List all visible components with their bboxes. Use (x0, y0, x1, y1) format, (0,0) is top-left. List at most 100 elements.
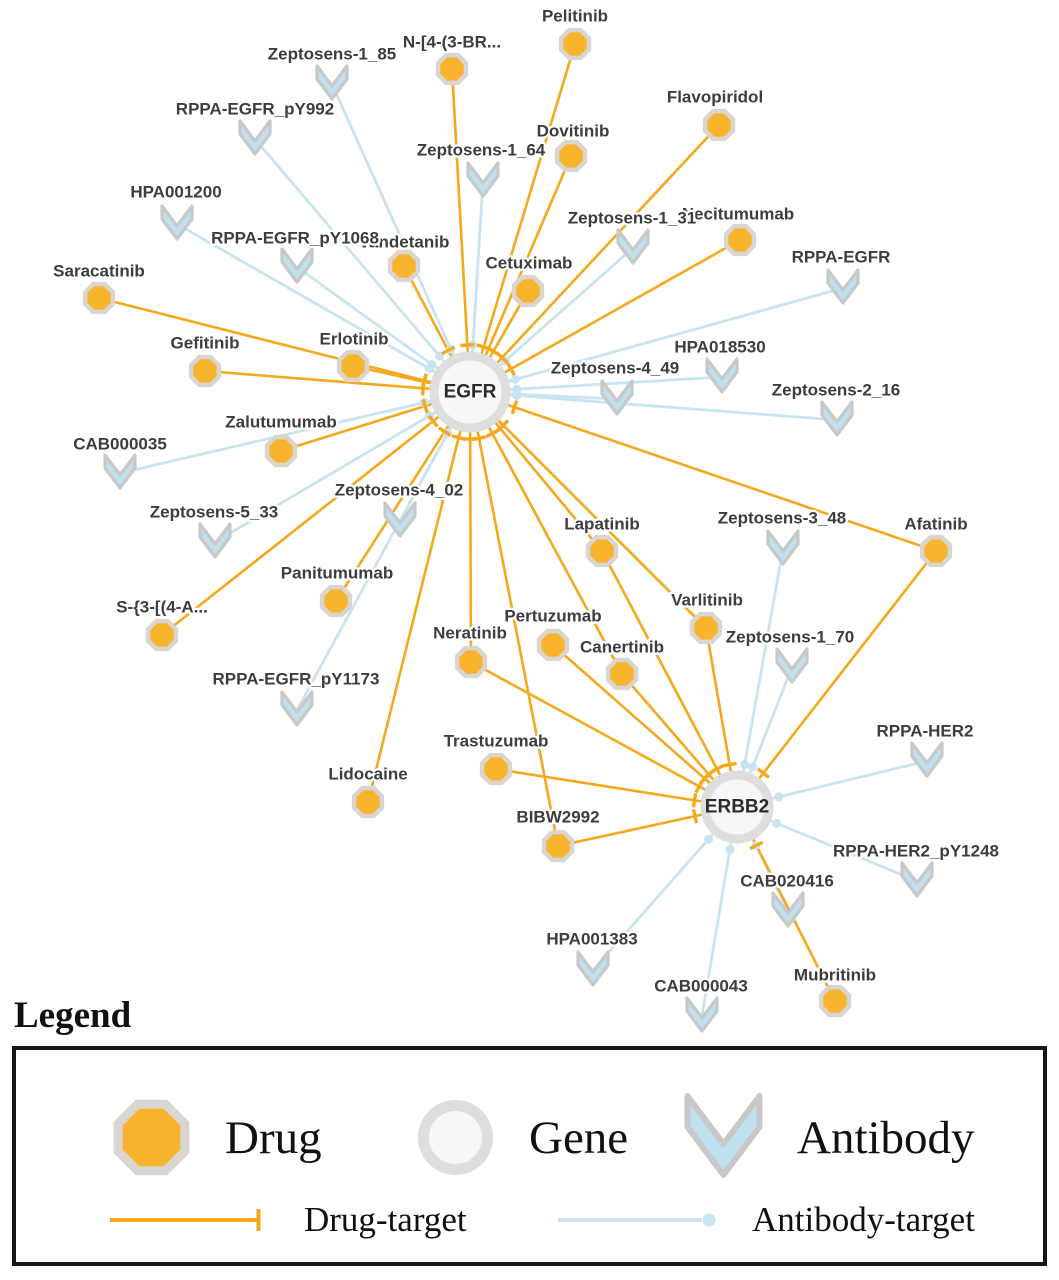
edge-layer (98, 43, 938, 1017)
drug-node-gefitinib (188, 354, 222, 388)
label-erbb2: ERBB2 (705, 797, 769, 818)
legend-item-drug: Drug (104, 1090, 322, 1185)
dot-marker-rppa_egfr_py1068 (427, 359, 437, 369)
label-cetuximab: Cetuximab (486, 254, 573, 273)
label-trastuzumab: Trastuzumab (444, 732, 549, 751)
dot-marker-zeptosens_1_70 (748, 762, 758, 772)
tee-marker-pertuzumab (698, 772, 711, 785)
dot-marker-rppa_egfr (510, 374, 520, 384)
tee-marker-zalutumumab (421, 398, 429, 414)
legend-box: Drug Gene Antibody Drug-target Antibody-… (12, 1046, 1047, 1266)
edge-hpa001200-egfr (176, 222, 471, 394)
label-n4_3br: N-[4-(3-BR... (403, 33, 501, 52)
edge-afatinib-egfr (469, 390, 937, 553)
edge-bibw2992-egfr (468, 391, 560, 847)
label-zeptosens_1_70: Zeptosens-1_70 (726, 628, 855, 647)
drug-node-saracatinib (82, 281, 116, 315)
edge-rppa_egfr-egfr (469, 286, 844, 394)
drug-node-neratinib (454, 645, 488, 679)
label-hpa018530: HPA018530 (674, 338, 765, 357)
legend-item-drug-target: Drug-target (108, 1200, 467, 1240)
edge-panitumumab-egfr (334, 391, 472, 602)
tee-marker-varlitinib (497, 419, 510, 432)
edge-necitumumab-egfr (469, 238, 741, 394)
antibody-node-cab000043 (685, 996, 719, 1033)
label-zeptosens_1_31: Zeptosens-1_31 (568, 209, 697, 228)
label-zeptosens_3_48: Zeptosens-3_48 (718, 509, 847, 528)
drug-target-edge-icon (110, 1209, 261, 1231)
drug-node-lidocaine (351, 785, 385, 819)
label-zeptosens_1_85: Zeptosens-1_85 (268, 45, 397, 64)
label-zeptosens_5_33: Zeptosens-5_33 (150, 503, 279, 522)
label-rppa_egfr_py1173: RPPA-EGFR_pY1173 (213, 670, 380, 689)
antibody-node-rppa_egfr_py992 (238, 119, 272, 156)
label-pelitinib: Pelitinib (542, 7, 608, 26)
antibody-target-edge-icon (558, 1213, 716, 1227)
legend-title: Legend (14, 995, 132, 1036)
gene-node-egfr (429, 351, 511, 433)
edge-saracatinib-egfr (98, 296, 471, 394)
label-gefitinib: Gefitinib (171, 334, 240, 353)
antibody-node-zeptosens_1_70 (775, 647, 809, 684)
label-cab000035: CAB000035 (73, 435, 167, 454)
drug-node-zalutumumab (264, 434, 298, 468)
drug-node-pelitinib (558, 27, 592, 61)
tee-marker-bibw2992 (471, 435, 487, 442)
edge-s3_4a-egfr (161, 390, 471, 637)
drug-node-trastuzumab (479, 752, 513, 786)
label-vandetanib: Vandetanib (359, 233, 450, 252)
edge-rppa_egfr_py992-egfr (253, 138, 472, 393)
dot-marker-rppa_her2 (774, 792, 784, 802)
tee-marker-necitumumab (506, 362, 516, 376)
edge-gefitinib-egfr (204, 369, 471, 394)
label-zeptosens_4_02: Zeptosens-4_02 (335, 481, 464, 500)
label-pertuzumab: Pertuzumab (504, 607, 601, 626)
edge-varlitinib-egfr (469, 391, 707, 629)
drug-node-s3_4a (145, 618, 179, 652)
edge-n4_3br-egfr (450, 68, 472, 393)
drug-node-pertuzumab (536, 628, 570, 662)
edge-zeptosens_1_85-egfr (330, 83, 472, 393)
antibody-node-zeptosens_5_33 (198, 522, 232, 559)
label-cab000043: CAB000043 (654, 977, 748, 996)
edge-zeptosens_2_16-egfr (469, 390, 838, 422)
legend-item-antibody: Antibody (676, 1090, 975, 1185)
tee-marker-panitumumab (437, 426, 452, 437)
edge-rppa_egfr_py1173-egfr (295, 391, 472, 711)
drug-node-dovitinib (554, 139, 588, 173)
legend-antibody-label: Antibody (797, 1111, 975, 1164)
label-canertinib: Canertinib (580, 638, 664, 657)
antibody-node-zeptosens_3_48 (766, 529, 800, 566)
edge-pelitinib-egfr (468, 43, 577, 393)
label-zalutumumab: Zalutumumab (225, 413, 336, 432)
edge-trastuzumab-erbb2 (495, 767, 738, 809)
label-varlitinib: Varlitinib (671, 591, 743, 610)
drug-node-icon (113, 1099, 190, 1176)
dot-marker-zeptosens_2_16 (512, 391, 522, 401)
dot-marker-rppa_egfr_py992 (435, 351, 445, 361)
tee-marker-afatinib (510, 400, 519, 415)
legend-antibody-target-label: Antibody-target (752, 1200, 975, 1239)
label-zeptosens_1_64: Zeptosens-1_64 (417, 141, 546, 160)
antibody-node-hpa001383 (576, 950, 610, 987)
dot-marker-rppa_her2_py1248 (772, 818, 782, 828)
drug-node-panitumumab (319, 584, 353, 618)
label-lidocaine: Lidocaine (328, 765, 407, 784)
antibody-node-rppa_egfr_py1068 (280, 247, 314, 284)
antibody-node-rppa_her2_py1248 (900, 861, 934, 898)
edge-lapatinib-erbb2 (600, 550, 739, 808)
antibody-node-rppa_her2 (910, 741, 944, 778)
dot-marker-zeptosens_3_48 (740, 760, 750, 770)
tee-marker-varlitinib (722, 761, 737, 768)
tee-marker-trastuzumab (691, 793, 698, 808)
tee-marker-canertinib (485, 428, 500, 439)
label-panitumumab: Panitumumab (281, 564, 393, 583)
legend-drug-target-label: Drug-target (304, 1200, 467, 1239)
gene-node-erbb2 (700, 770, 774, 844)
label-layer: PelitinibN-[4-(3-BR...FlavopiridolDoviti… (51, 4, 1001, 998)
label-dovitinib: Dovitinib (537, 122, 610, 141)
drug-node-cetuximab (511, 274, 545, 308)
antibody-node-zeptosens_2_16 (820, 400, 854, 437)
